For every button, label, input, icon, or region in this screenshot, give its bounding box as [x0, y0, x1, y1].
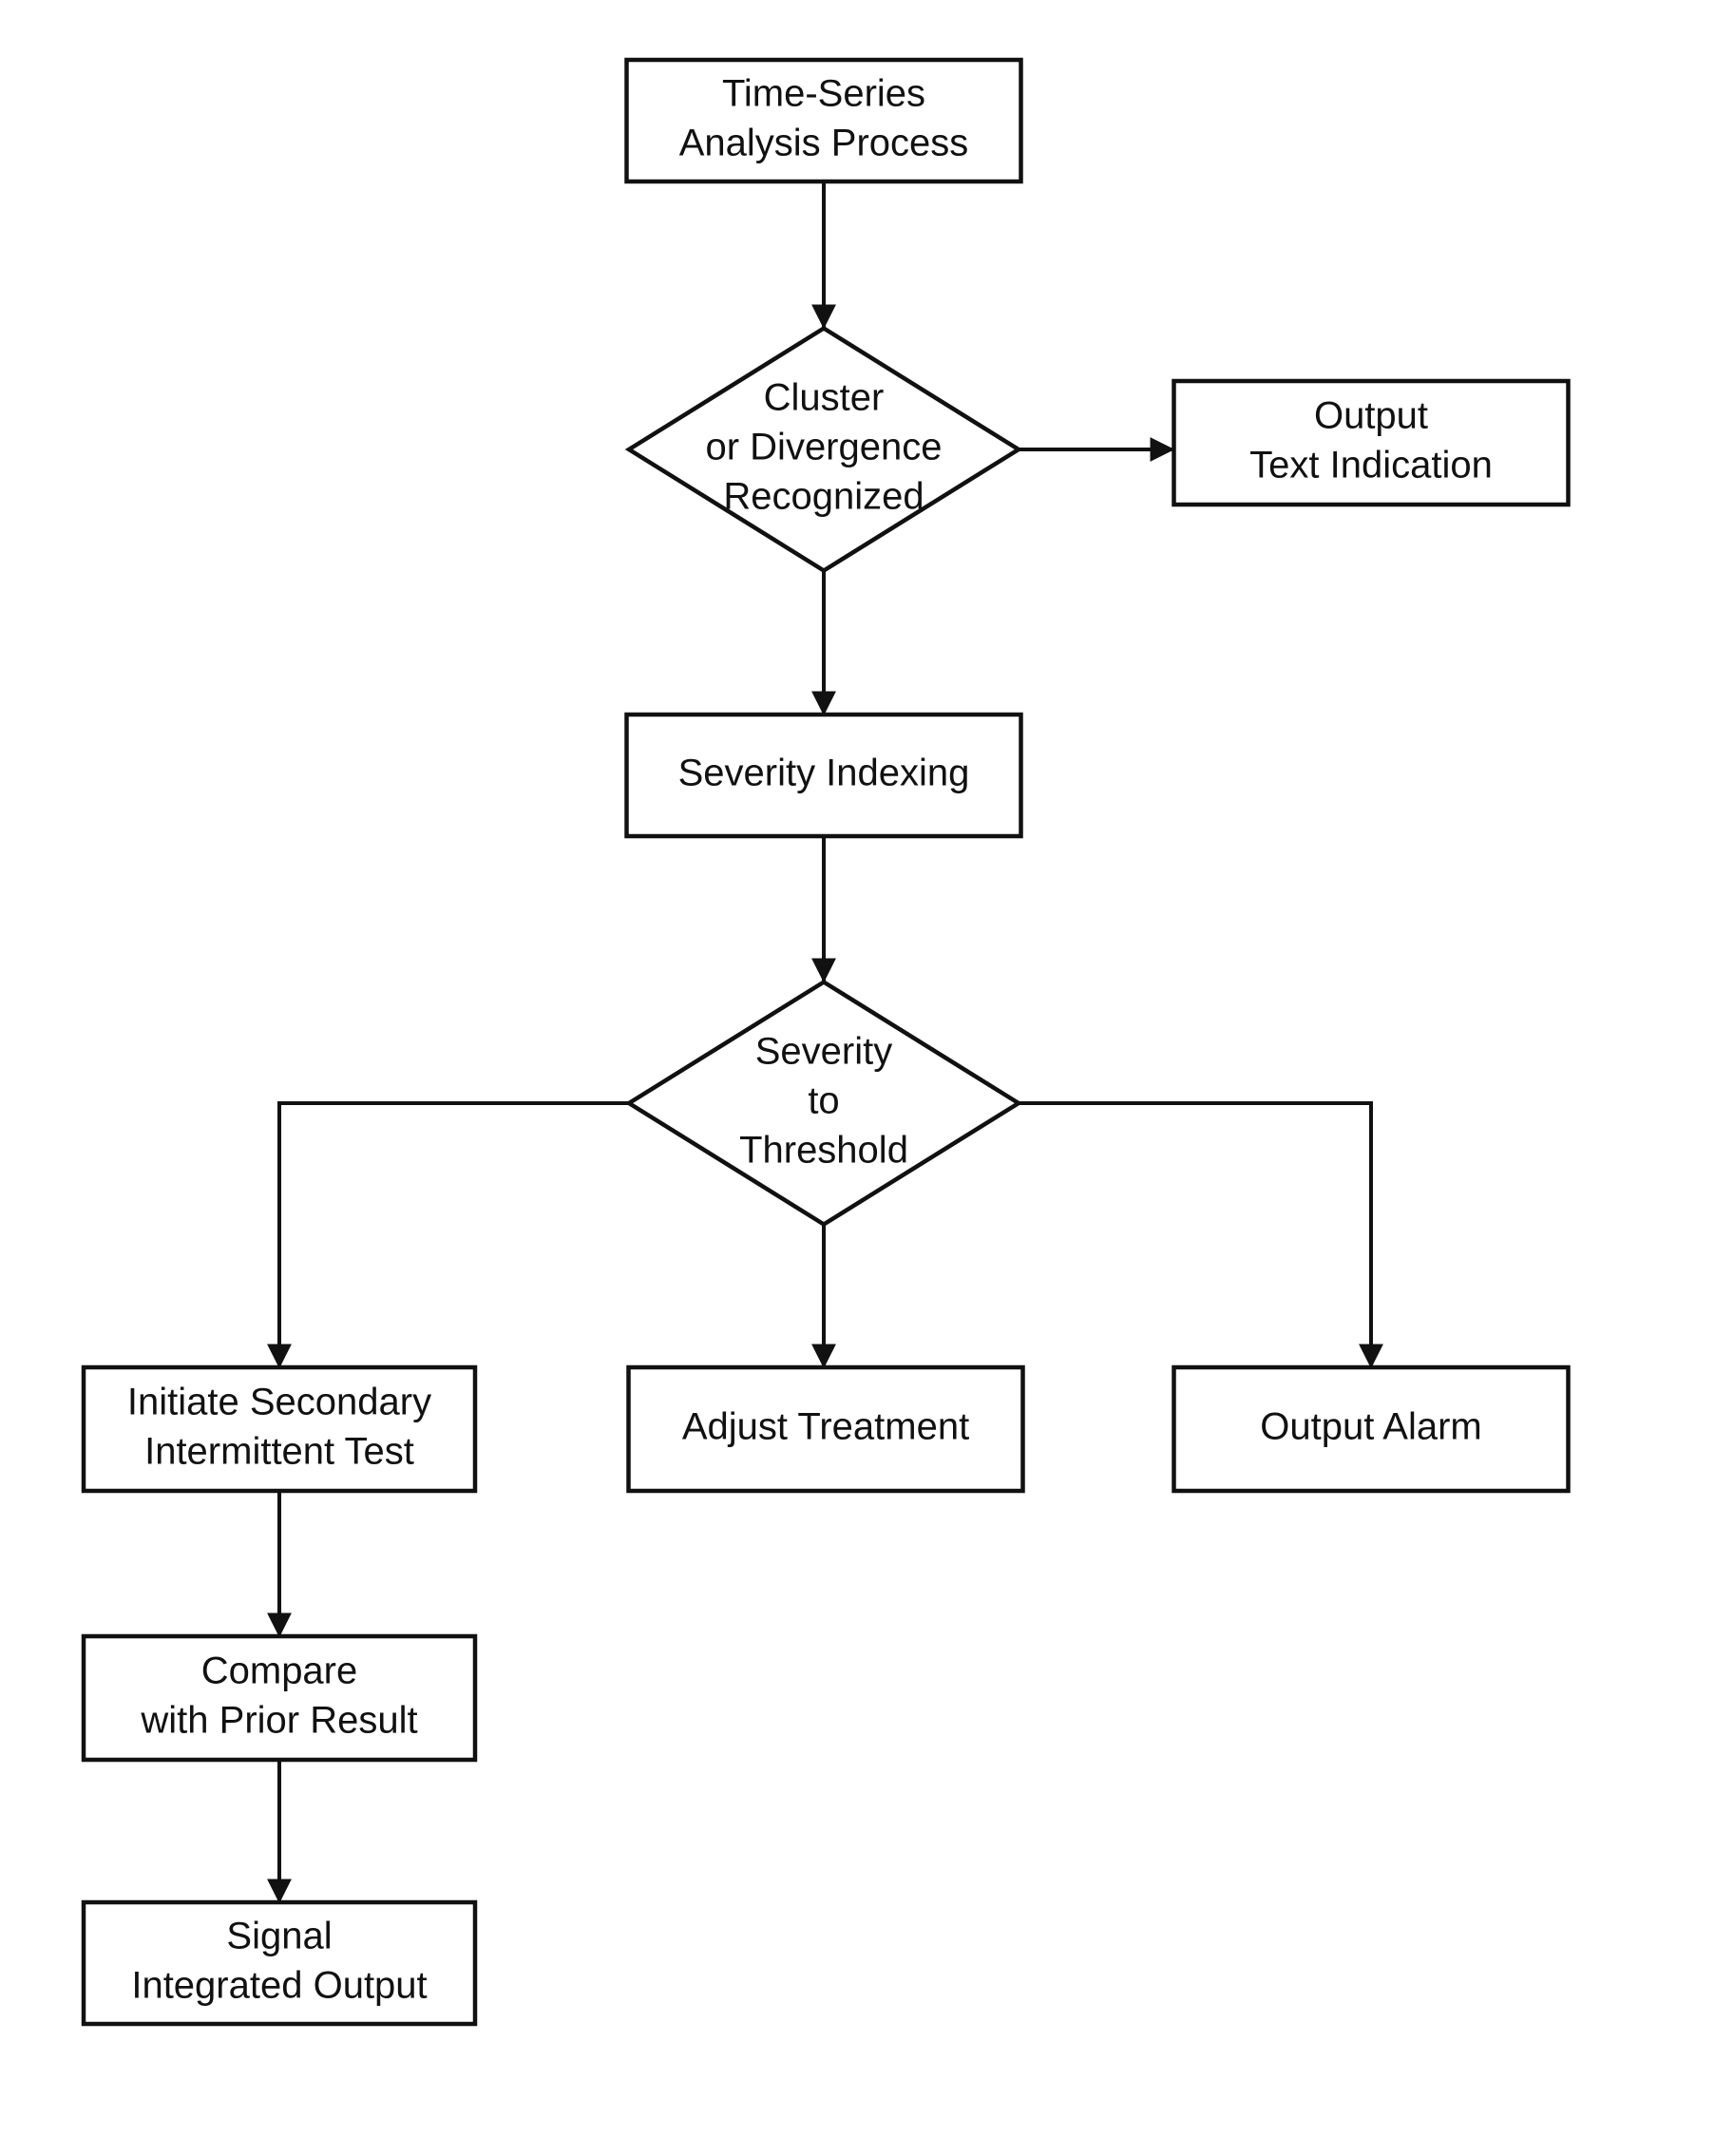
- node-label-line: Recognized: [723, 476, 924, 518]
- decision-node-cluster-decision: Cluster or DivergenceRecognized: [629, 329, 1019, 571]
- node-label-line: Compare: [201, 1650, 358, 1692]
- node-label-line: Intermittent Test: [144, 1431, 414, 1473]
- node-label-line: to: [808, 1080, 839, 1122]
- node-label-line: Initiate Secondary: [127, 1382, 431, 1423]
- node-label-line: with Prior Result: [140, 1700, 417, 1742]
- process-node-signal-output: SignalIntegrated Output: [84, 1902, 475, 2024]
- process-node-adjust-treatment: Adjust Treatment: [629, 1367, 1023, 1491]
- node-label-line: Severity Indexing: [678, 753, 970, 794]
- node-label-line: Output Alarm: [1260, 1406, 1481, 1448]
- node-label-line: Output: [1314, 395, 1428, 437]
- node-label-line: Text Indication: [1249, 445, 1493, 487]
- flow-nodes: Time-SeriesAnalysis ProcessCluster or Div…: [84, 60, 1569, 2024]
- node-label-line: Analysis Process: [679, 123, 969, 164]
- node-label-line: Adjust Treatment: [682, 1406, 969, 1448]
- process-node-time-series: Time-SeriesAnalysis Process: [627, 60, 1021, 181]
- process-node-compare-prior: Compare with Prior Result: [84, 1636, 475, 1760]
- node-label-line: Cluster: [764, 377, 885, 419]
- node-label-line: Time-Series: [722, 73, 925, 115]
- node-label-line: Signal: [226, 1916, 332, 1957]
- process-node-output-text: OutputText Indication: [1174, 381, 1569, 505]
- node-label-line: Integrated Output: [131, 1965, 427, 2007]
- arrow-severity-decision-to-secondary-test: [279, 1103, 629, 1367]
- node-label-line: or Divergence: [705, 427, 942, 468]
- process-node-output-alarm: Output Alarm: [1174, 1367, 1569, 1491]
- process-node-secondary-test: Initiate SecondaryIntermittent Test: [84, 1367, 475, 1491]
- node-label-line: Severity: [755, 1031, 893, 1073]
- node-label-line: Threshold: [739, 1130, 908, 1172]
- process-node-severity-indexing: Severity Indexing: [627, 715, 1021, 836]
- arrow-severity-decision-to-output-alarm: [1019, 1103, 1371, 1367]
- decision-node-severity-decision: Severity toThreshold: [629, 983, 1019, 1225]
